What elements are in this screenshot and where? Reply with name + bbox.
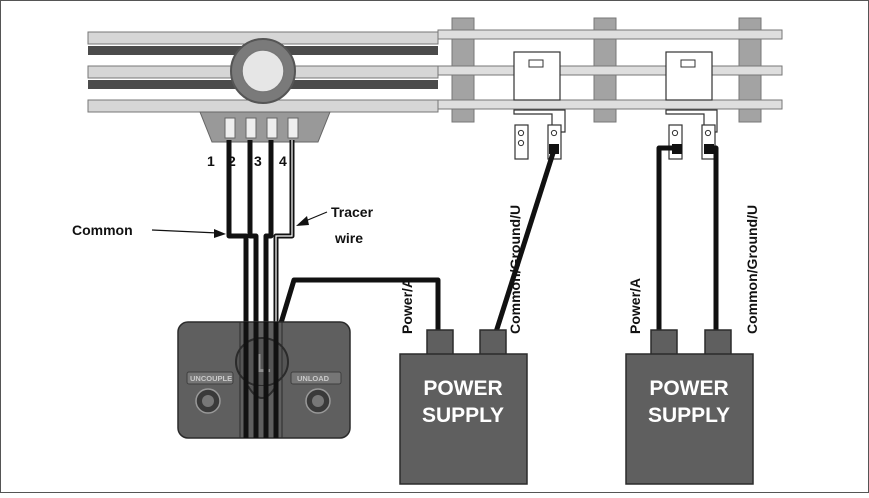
terminal-number-4: 4 [279,153,287,169]
controller-wires [243,322,279,438]
common-ground-label-left: Common/Ground/U [507,205,523,334]
uncoupling-track-section [87,31,439,143]
power-supply-left: POWER SUPPLY [399,329,528,485]
terminal-3 [266,117,278,139]
tracer-label-line2: wire [334,230,363,246]
rail [437,65,783,76]
tracer-stripe [275,140,293,322]
lockon-connector [665,51,713,101]
uncouple-button-label-box [186,371,234,385]
rail [437,99,783,110]
magnet-center [241,49,285,93]
power-a-label-left: Power/A [399,278,415,334]
common-ground-label-right: Common/Ground/U [744,205,760,334]
terminal-2 [245,117,257,139]
power-supply-left-line2: SUPPLY [422,404,504,427]
terminal-block [199,111,331,143]
terminal-number-2: 2 [228,153,236,169]
common-arrow-line [151,229,219,234]
wire-tip [704,144,714,154]
tracer-label-line1: Tracer [331,204,374,220]
uncouple-button-label: UNCOUPLE [190,374,232,383]
terminal-4 [287,117,299,139]
wire-tip [549,144,559,154]
terminal-1 [224,117,236,139]
power-supply-body [625,353,754,485]
common-label: Common [72,222,133,238]
terminal-number-1: 1 [207,153,215,169]
lockon-connector [513,51,561,101]
power-supply-left-line1: POWER [423,377,502,400]
unload-button-label: UNLOAD [297,374,330,383]
power-supply-right: POWER SUPPLY [625,329,754,485]
power-a-label-right: Power/A [627,278,643,334]
cable-channel [239,321,283,439]
power-supply-right-line2: SUPPLY [648,404,730,427]
terminal-number-3: 3 [254,153,262,169]
rail [437,29,783,40]
common-arrow-head [214,229,226,238]
power-supply-body [399,353,528,485]
wire-tip [672,144,682,154]
unload-button-label-box [290,371,342,385]
power-supply-right-line1: POWER [649,377,728,400]
tracer-arrow-head [296,216,309,226]
